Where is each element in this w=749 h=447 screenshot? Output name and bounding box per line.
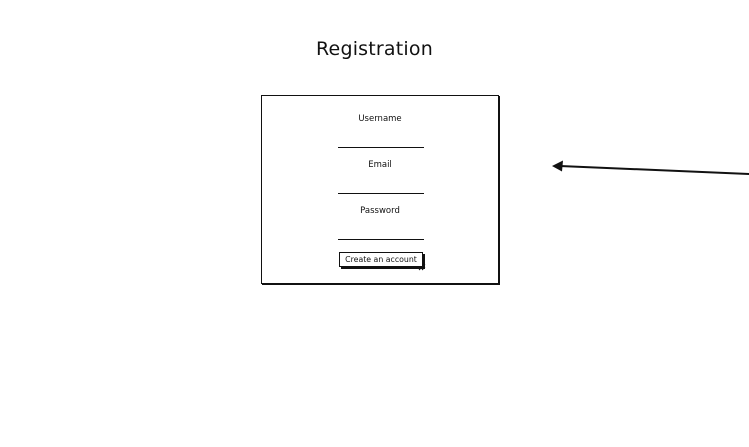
page-title: Registration — [316, 38, 433, 60]
email-label: Email — [368, 160, 392, 170]
username-label: Username — [358, 114, 402, 124]
password-label: Password — [360, 206, 400, 216]
registration-form: Username Email Password Create an accoun… — [261, 95, 499, 284]
username-input[interactable] — [338, 136, 424, 148]
email-input[interactable] — [338, 182, 424, 194]
resize-cursor-icon — [418, 263, 426, 271]
password-input[interactable] — [338, 228, 424, 240]
create-account-button[interactable]: Create an account — [339, 252, 423, 267]
